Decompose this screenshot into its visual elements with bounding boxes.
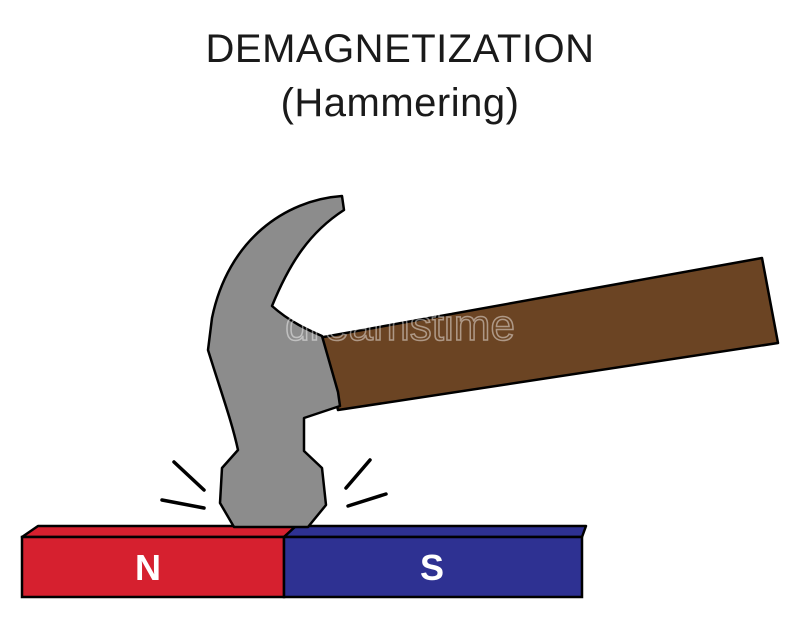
- impact-line-left-upper: [172, 460, 206, 492]
- hammer: [206, 194, 780, 529]
- impact-line-right-upper: [344, 458, 372, 490]
- diagram-title: DEMAGNETIZATION: [205, 27, 595, 71]
- impact-lines: [160, 458, 388, 510]
- impact-line-left-lower: [160, 498, 206, 510]
- impact-line-right-lower: [346, 492, 388, 508]
- diagram-subtitle: (Hammering): [280, 81, 520, 125]
- watermark-text: dreamstime: [285, 301, 515, 350]
- hammer-head: [206, 194, 346, 529]
- magnet-north-pole: [20, 535, 286, 599]
- bar-magnet: N S: [20, 524, 588, 599]
- magnet-south-top-face: [282, 524, 588, 539]
- north-pole-label: N: [135, 547, 161, 588]
- south-pole-label: S: [420, 547, 444, 588]
- magnet-south-pole: [282, 535, 584, 599]
